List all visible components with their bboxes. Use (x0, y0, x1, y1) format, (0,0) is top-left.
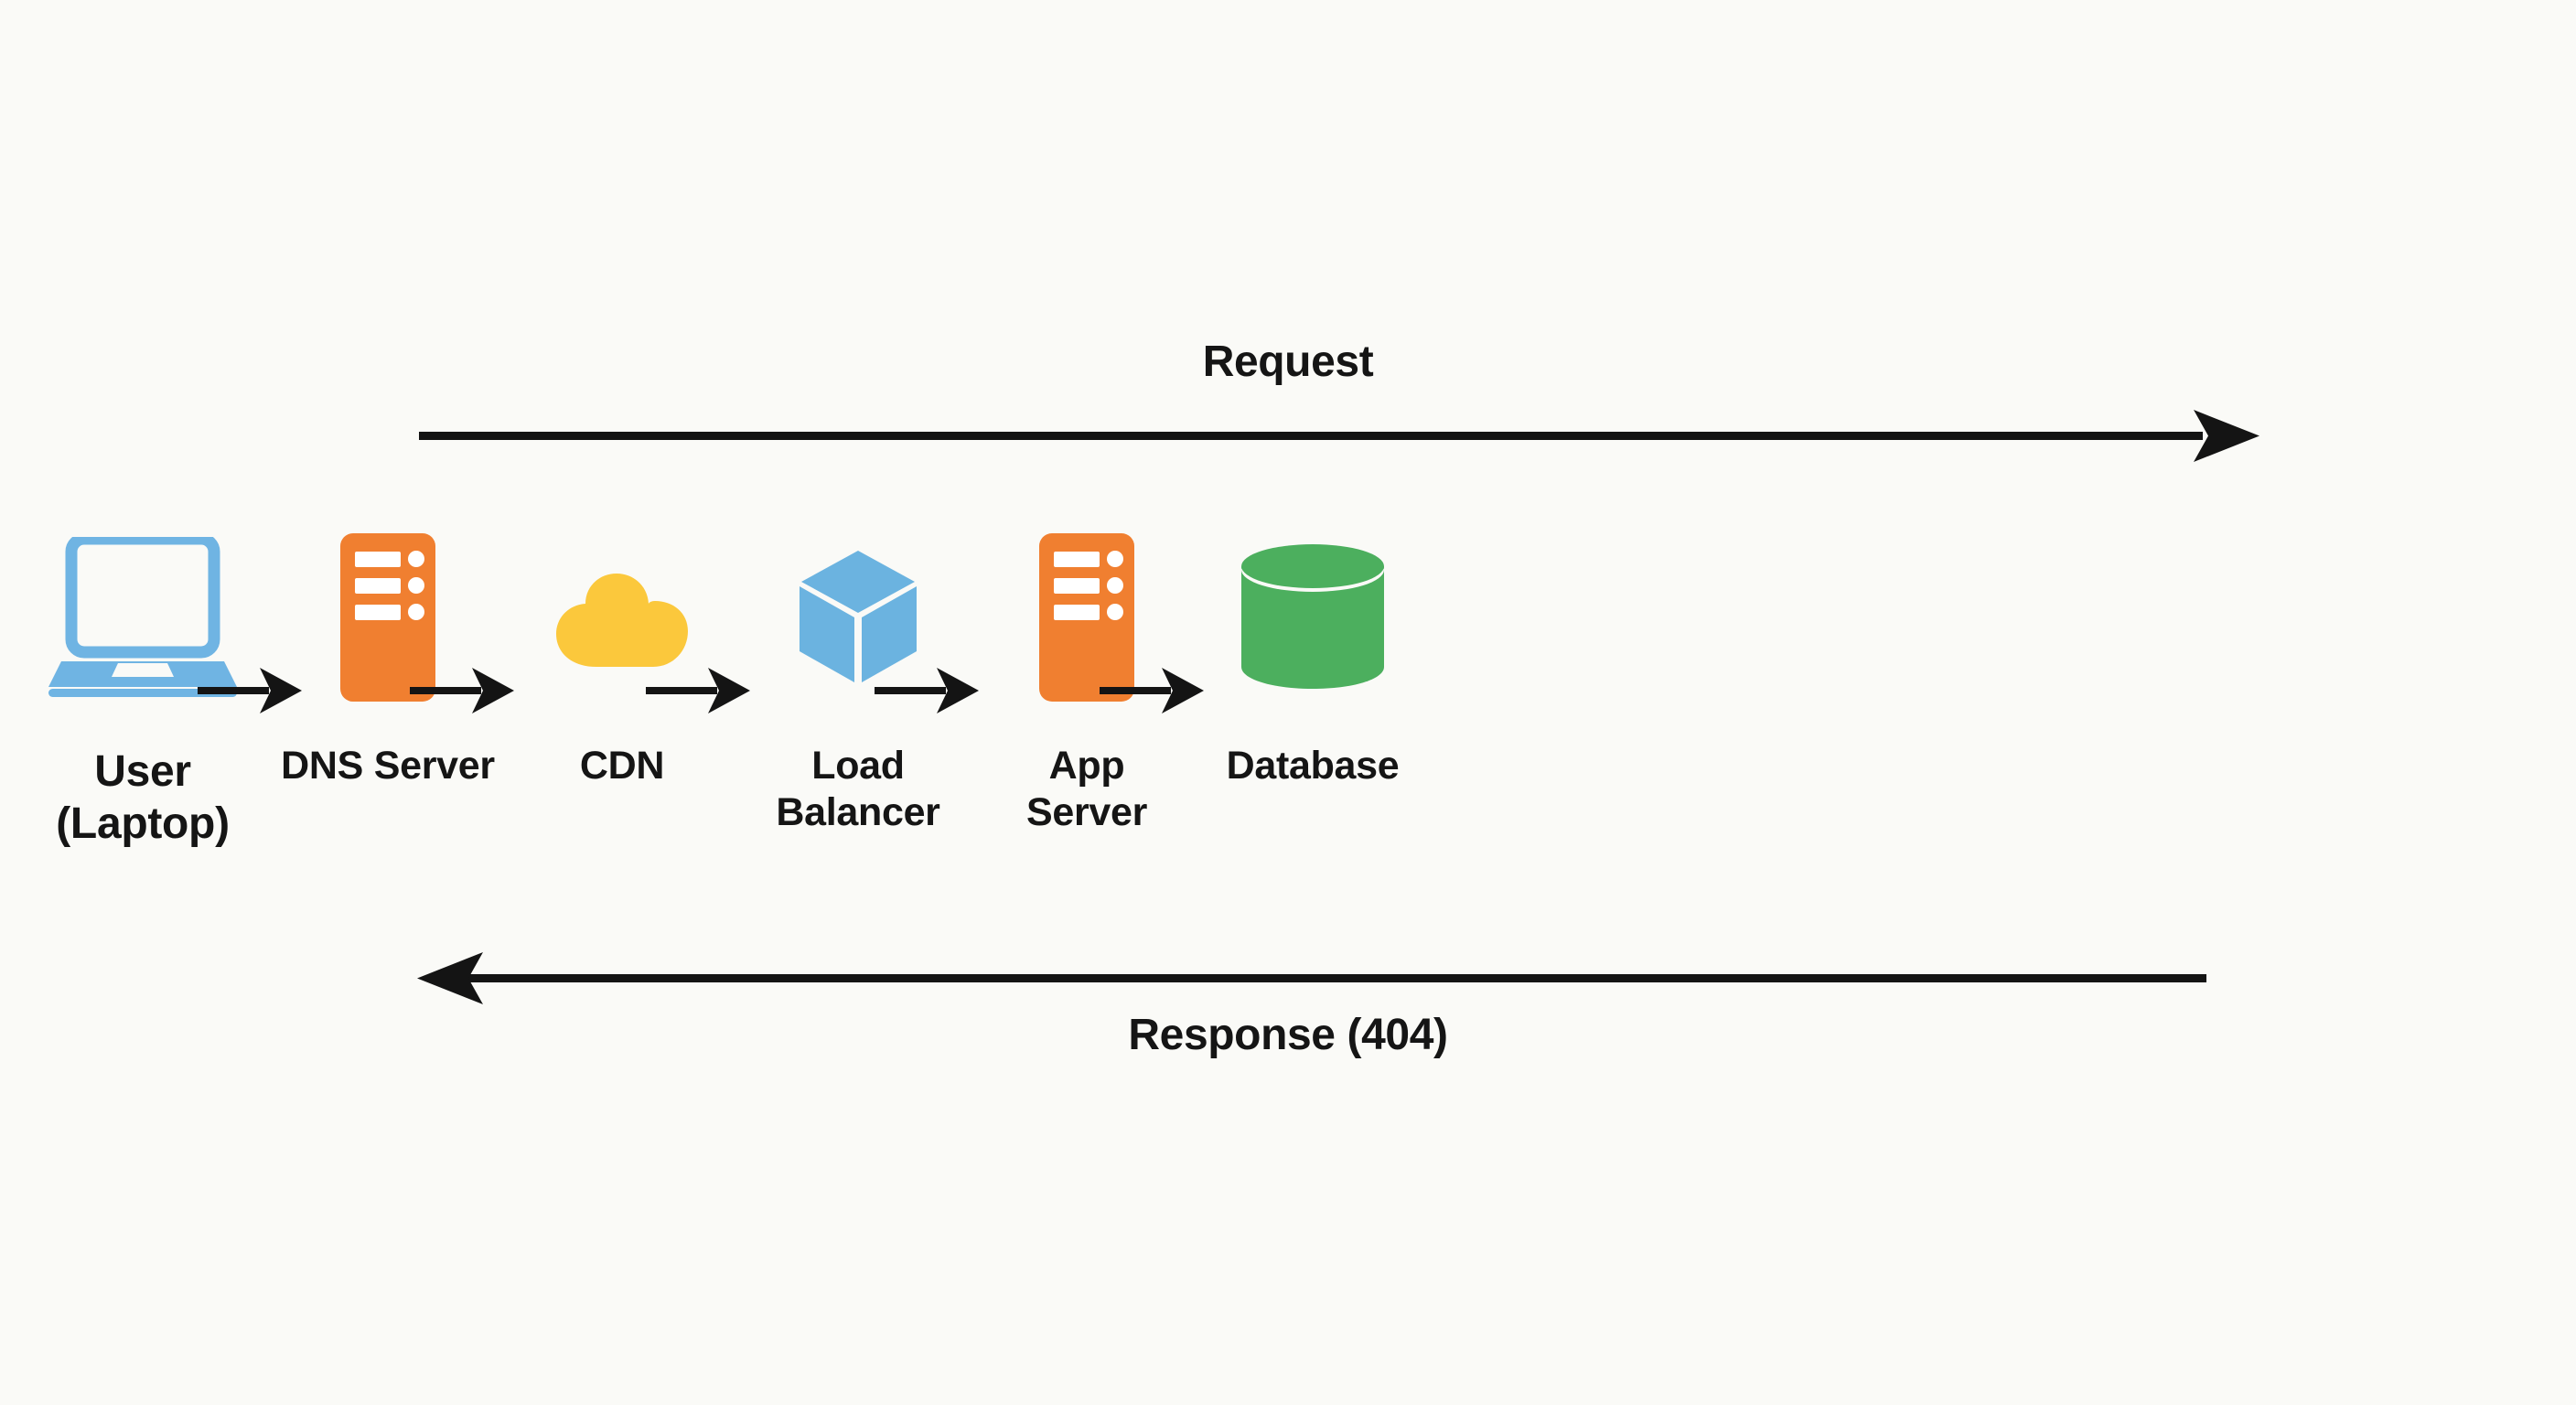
arrow-lb-to-app (875, 649, 981, 732)
request-flow-label: Request (1202, 338, 1374, 386)
arrow-app-to-db (1100, 649, 1206, 732)
node-app-server[interactable]: App Server (950, 512, 1224, 896)
database-cylinder-icon (1236, 512, 1390, 723)
node-database[interactable]: Database (1175, 512, 1450, 896)
laptop-icon (47, 512, 239, 723)
node-cdn-label: CDN (579, 744, 665, 788)
server-rack-icon (340, 512, 435, 723)
response-arrow (0, 938, 2576, 1029)
cloud-icon (553, 512, 692, 723)
node-user-label: User (Laptop) (56, 747, 230, 848)
node-load-balancer-label: Load Balancer (776, 744, 940, 834)
cube-icon (798, 512, 918, 723)
node-user[interactable]: User (Laptop) (5, 512, 280, 896)
node-database-label: Database (1226, 744, 1400, 788)
node-dns-server[interactable]: DNS Server (251, 512, 525, 896)
pipeline-row: User (Laptop) DNS Server (0, 512, 2576, 896)
node-app-server-label: App Server (1025, 744, 1148, 834)
response-flow-label: Response (404) (1128, 1011, 1448, 1059)
arrow-user-to-dns (198, 649, 304, 732)
node-cdn[interactable]: CDN (485, 512, 759, 896)
arrow-cdn-to-lb (646, 649, 752, 732)
arrow-dns-to-cdn (410, 649, 516, 732)
node-dns-server-label: DNS Server (281, 744, 495, 788)
server-rack-icon (1039, 512, 1134, 723)
request-arrow (0, 393, 2576, 485)
node-load-balancer[interactable]: Load Balancer (721, 512, 995, 896)
